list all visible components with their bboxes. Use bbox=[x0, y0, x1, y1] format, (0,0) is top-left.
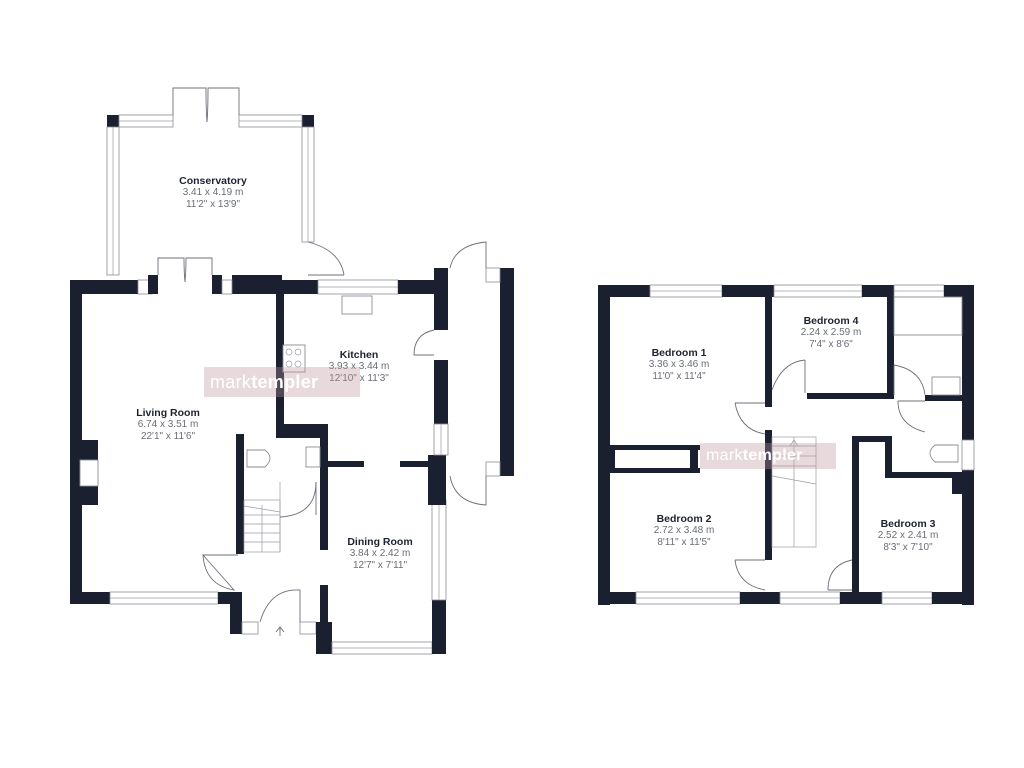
room-dimensions-metric: 2.24 x 2.59 m bbox=[800, 327, 862, 338]
watermark-text-bold: templer bbox=[251, 372, 319, 392]
stairs-ground bbox=[243, 482, 281, 553]
room-name: Bedroom 2 bbox=[656, 513, 712, 525]
room-dimensions-imperial: 12'10" x 11'3" bbox=[329, 373, 389, 384]
room-name: Bedroom 3 bbox=[880, 518, 936, 530]
watermark-text-light: mark bbox=[706, 447, 743, 464]
room-label-bedroom-4: Bedroom 4 2.24 x 2.59 m 7'4" x 8'6" bbox=[801, 315, 862, 351]
room-label-living-room: Living Room 6.74 x 3.51 m 22'1" x 11'6" bbox=[136, 407, 200, 443]
watermark-logo: marktempler bbox=[204, 367, 360, 397]
room-label-bedroom-1: Bedroom 1 3.36 x 3.46 m 11'0" x 11'4" bbox=[649, 347, 710, 383]
watermark-text-light: mark bbox=[210, 372, 252, 392]
room-name: Living Room bbox=[136, 407, 200, 419]
room-dimensions-metric: 2.52 x 2.41 m bbox=[877, 530, 939, 541]
room-name: Conservatory bbox=[179, 175, 247, 187]
room-name: Kitchen bbox=[339, 349, 379, 361]
watermark-text-bold: templer bbox=[742, 447, 803, 464]
conservatory-walls bbox=[106, 87, 345, 276]
room-dimensions-imperial: 11'2" x 13'9" bbox=[185, 199, 241, 210]
room-label-kitchen: Kitchen 3.93 x 3.44 m 12'10" x 11'3" bbox=[329, 349, 390, 385]
room-dimensions-imperial: 11'0" x 11'4" bbox=[652, 371, 706, 382]
room-dimensions-imperial: 8'3" x 7'10" bbox=[883, 542, 933, 553]
room-dimensions-metric: 3.93 x 3.44 m bbox=[328, 361, 390, 372]
room-dimensions-metric: 2.72 x 3.48 m bbox=[653, 525, 715, 536]
room-label-conservatory: Conservatory 3.41 x 4.19 m 11'2" x 13'9" bbox=[179, 175, 247, 211]
room-label-dining-room: Dining Room 3.84 x 2.42 m 12'7" x 7'11" bbox=[347, 536, 412, 572]
room-dimensions-metric: 6.74 x 3.51 m bbox=[137, 419, 199, 430]
room-dimensions-imperial: 7'4" x 8'6" bbox=[809, 339, 853, 350]
room-label-bedroom-2: Bedroom 2 2.72 x 3.48 m 8'11" x 11'5" bbox=[654, 513, 715, 549]
ground-floor-plan bbox=[70, 87, 514, 655]
room-dimensions-metric: 3.84 x 2.42 m bbox=[349, 548, 411, 559]
ground-floor-walls bbox=[70, 241, 514, 655]
room-label-bedroom-3: Bedroom 3 2.52 x 2.41 m 8'3" x 7'10" bbox=[878, 518, 939, 554]
room-dimensions-imperial: 8'11" x 11'5" bbox=[657, 537, 711, 548]
room-name: Dining Room bbox=[347, 536, 413, 548]
watermark-logo: marktempler bbox=[700, 443, 836, 469]
first-floor-plan bbox=[598, 284, 975, 605]
room-dimensions-imperial: 12'7" x 7'11" bbox=[352, 560, 408, 571]
room-name: Bedroom 1 bbox=[651, 347, 707, 359]
room-name: Bedroom 4 bbox=[803, 315, 859, 327]
room-dimensions-imperial: 22'1" x 11'6" bbox=[140, 431, 196, 442]
stairs-first bbox=[771, 436, 817, 548]
room-dimensions-metric: 3.36 x 3.46 m bbox=[648, 359, 710, 370]
room-dimensions-metric: 3.41 x 4.19 m bbox=[182, 187, 244, 198]
